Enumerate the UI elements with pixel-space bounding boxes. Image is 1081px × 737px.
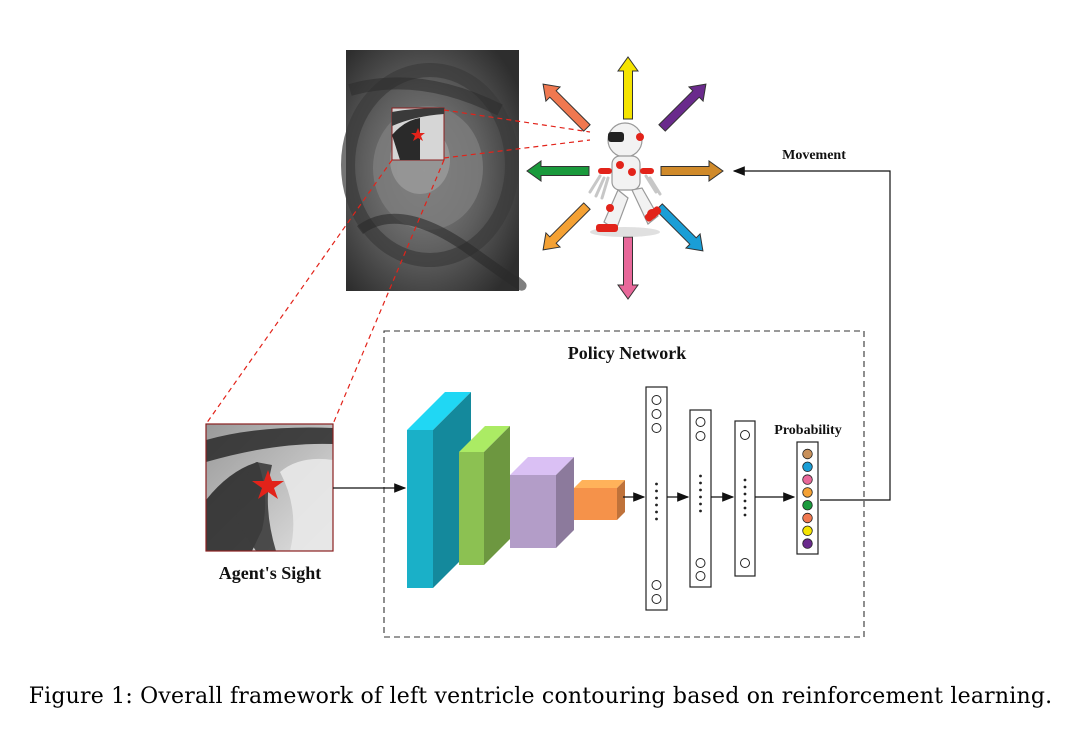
probability-dot	[802, 461, 813, 473]
robot-agent-icon	[588, 122, 662, 237]
probability-dot	[802, 487, 813, 498]
mri-image	[341, 50, 527, 291]
probability-dot	[802, 525, 813, 537]
probability-dot	[802, 512, 813, 524]
small-star-icon	[411, 128, 425, 141]
movement-feedback-arrow	[732, 166, 891, 501]
up-left-arrow	[542, 83, 591, 132]
up-right-arrow	[658, 83, 707, 132]
agents-sight-image	[205, 423, 334, 552]
conv-blocks	[407, 392, 625, 588]
policy-network-box	[383, 330, 865, 638]
action-arrows	[526, 56, 724, 300]
probability-dot	[802, 500, 813, 511]
agents-sight-label: Agent's Sight	[219, 563, 322, 583]
down-right-arrow	[655, 203, 704, 252]
figure-caption: Figure 1: Overall framework of left vent…	[28, 684, 1053, 709]
down-left-arrow	[542, 202, 591, 251]
fc-layer-1	[645, 386, 668, 611]
probability-label: Probability	[774, 423, 841, 438]
mri-sight-window	[391, 107, 445, 161]
projection-lines	[205, 109, 591, 425]
policy-network-title: Policy Network	[568, 343, 686, 363]
star-icon	[252, 470, 284, 499]
fc-layer-2	[689, 409, 712, 588]
movement-label: Movement	[782, 148, 846, 163]
down-arrow	[617, 236, 639, 300]
probability-dot	[802, 448, 813, 460]
left-arrow	[526, 160, 590, 182]
probability-dot	[802, 538, 813, 549]
fc-layer-3	[734, 420, 756, 577]
probability-dot	[802, 474, 813, 485]
up-arrow	[617, 56, 639, 120]
conv-block-3	[510, 457, 574, 548]
probability-layer	[796, 441, 819, 555]
conv-block-4	[574, 480, 625, 520]
right-arrow	[660, 160, 724, 182]
conv-block-2	[459, 426, 510, 565]
